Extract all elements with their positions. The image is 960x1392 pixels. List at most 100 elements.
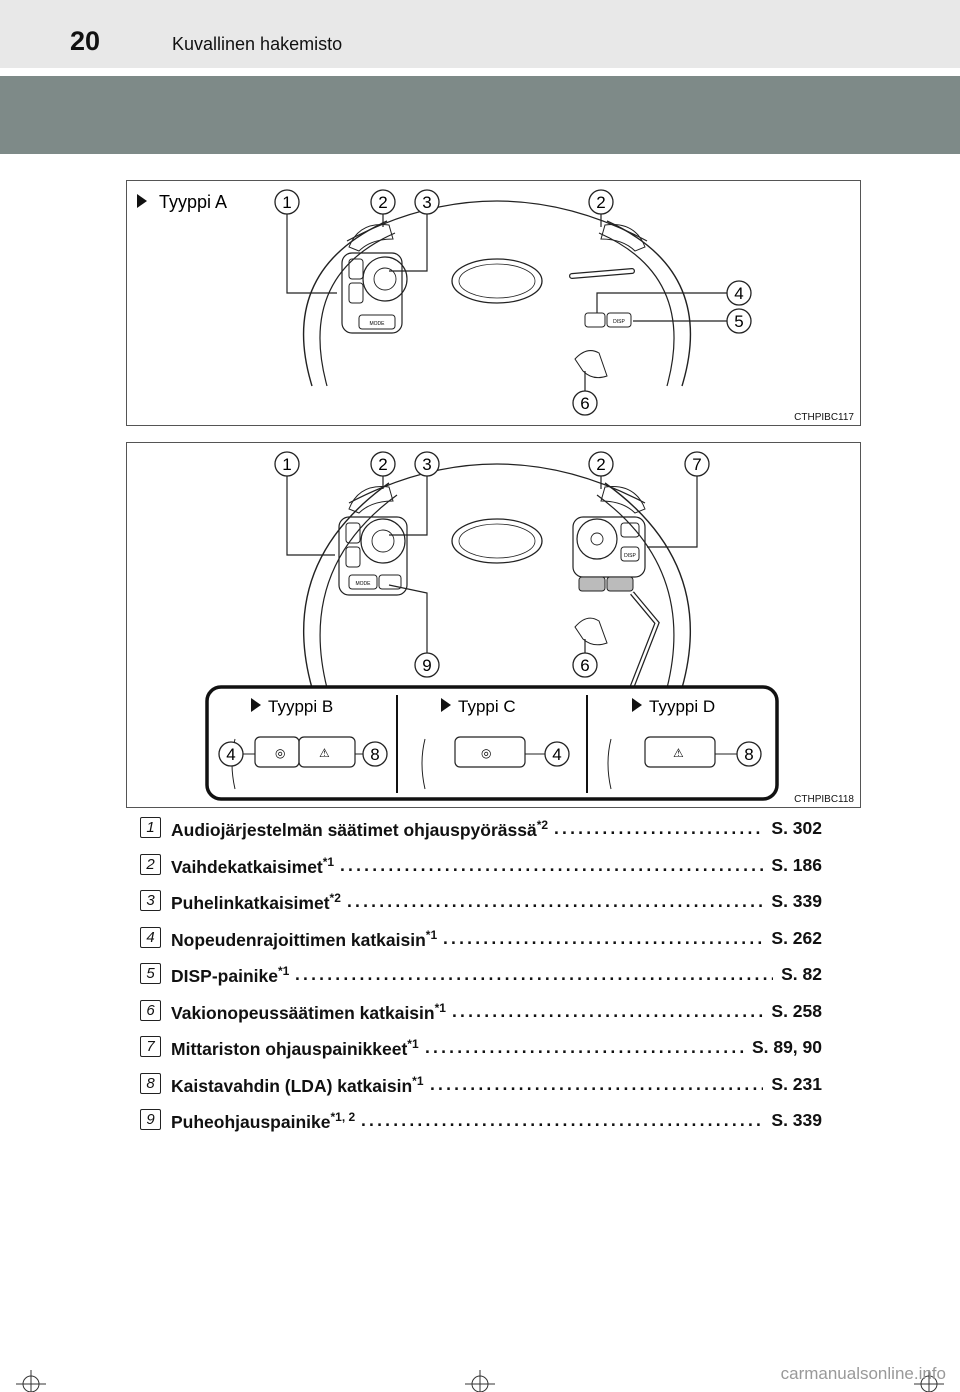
footnote-mark: *2 bbox=[329, 891, 341, 905]
item-label: DISP-painike*1 bbox=[171, 964, 290, 986]
list-item: 3 Puhelinkatkaisimet*2...................… bbox=[140, 885, 830, 922]
triangle-right-icon bbox=[441, 698, 451, 712]
section-banner bbox=[0, 76, 960, 154]
item-label: Kaistavahdin (LDA) katkaisin*1 bbox=[171, 1073, 424, 1096]
leader-dots: ........................................… bbox=[361, 1110, 763, 1130]
leader-dots: ........................................… bbox=[452, 1000, 763, 1021]
item-label: Nopeudenrajoittimen katkaisin*1 bbox=[171, 927, 438, 950]
callout-2b: 2 bbox=[596, 455, 605, 474]
triangle-right-icon bbox=[251, 698, 261, 712]
page-reference: S. 231 bbox=[767, 1073, 822, 1095]
page-reference: S. 302 bbox=[767, 818, 822, 839]
footnote-mark: *1 bbox=[277, 964, 290, 978]
callout-6: 6 bbox=[580, 394, 589, 413]
figure-code: CTHPIBC118 bbox=[794, 794, 854, 805]
steering-wheel-b-illustration: MODE DISP 1 2 3 2 7 9 6 bbox=[205, 451, 779, 801]
leader-dots: ........................................… bbox=[443, 927, 763, 948]
footnote-mark: *1 bbox=[425, 927, 438, 942]
list-item: 1 Audiojärjestelmän säätimet ohjauspyöräs… bbox=[140, 812, 830, 849]
item-label: Vakionopeussäätimen katkaisin*1 bbox=[171, 1000, 446, 1023]
callout-9: 9 bbox=[422, 656, 431, 675]
item-label: Puhelinkatkaisimet*2 bbox=[171, 891, 341, 913]
page-reference: S. 186 bbox=[767, 854, 822, 876]
callout-2: 2 bbox=[378, 455, 387, 474]
inset-label-c: Typpi C bbox=[458, 697, 516, 716]
callout-2b: 2 bbox=[596, 193, 605, 212]
page-reference: S. 82 bbox=[777, 964, 822, 985]
leader-dots: ........................................… bbox=[430, 1073, 763, 1094]
footnote-mark: *1, 2 bbox=[330, 1110, 356, 1124]
list-item: 2 Vaihdekatkaisimet*1....................… bbox=[140, 849, 830, 886]
watermark: carmanualsonline.info bbox=[780, 1364, 946, 1383]
inset-label-b: Tyyppi B bbox=[268, 697, 333, 716]
crop-mark-icon bbox=[16, 1370, 46, 1392]
leader-dots: ........................................… bbox=[554, 818, 763, 838]
footnote-mark: *1 bbox=[407, 1037, 419, 1051]
list-item: 7 Mittariston ohjauspainikkeet*1.........… bbox=[140, 1031, 830, 1068]
page-reference: S. 258 bbox=[767, 1000, 822, 1022]
figure-types-bcd: MODE DISP 1 2 3 2 7 9 6 bbox=[126, 442, 861, 808]
inset-callout-8: 8 bbox=[370, 745, 379, 764]
leader-dots: ........................................… bbox=[340, 854, 763, 875]
callout-1: 1 bbox=[282, 455, 291, 474]
svg-text:MODE: MODE bbox=[370, 321, 386, 327]
item-number-badge: 1 bbox=[140, 817, 161, 838]
item-label: Puheohjauspainike*1, 2 bbox=[171, 1110, 356, 1132]
inset-callout-4: 4 bbox=[226, 745, 235, 764]
svg-text:⚠: ⚠ bbox=[673, 746, 684, 760]
item-number-badge: 2 bbox=[140, 853, 161, 875]
triangle-right-icon bbox=[137, 194, 147, 208]
callout-7: 7 bbox=[692, 455, 701, 474]
inset-label-d: Tyyppi D bbox=[649, 697, 715, 716]
crop-mark-icon bbox=[465, 1370, 495, 1392]
crop-mark-icon bbox=[914, 1370, 944, 1392]
svg-text:DISP: DISP bbox=[613, 319, 625, 325]
svg-text:⚠: ⚠ bbox=[319, 746, 330, 760]
list-item: 6 Vakionopeussäätimen katkaisin*1........… bbox=[140, 995, 830, 1032]
callout-3: 3 bbox=[422, 455, 431, 474]
list-item: 4 Nopeudenrajoittimen katkaisin*1........… bbox=[140, 922, 830, 959]
figure-type-a: Tyyppi A MODE DISP bbox=[126, 180, 861, 426]
item-number-badge: 6 bbox=[140, 999, 161, 1021]
triangle-right-icon bbox=[632, 698, 642, 712]
page-reference: S. 339 bbox=[767, 891, 822, 912]
svg-text:MODE: MODE bbox=[356, 581, 372, 587]
page-reference: S. 339 bbox=[767, 1110, 822, 1131]
leader-dots: ........................................… bbox=[347, 891, 763, 911]
footnote-mark: *2 bbox=[536, 818, 549, 832]
figure-code: CTHPIBC117 bbox=[794, 412, 854, 423]
svg-text:◎: ◎ bbox=[481, 746, 491, 760]
item-number-badge: 4 bbox=[140, 926, 161, 948]
parts-list: 1 Audiojärjestelmän säätimet ohjauspyöräs… bbox=[140, 812, 830, 1141]
callout-5: 5 bbox=[734, 312, 743, 331]
page-reference: S. 262 bbox=[767, 927, 822, 949]
svg-text:◎: ◎ bbox=[275, 746, 285, 760]
inset-box bbox=[205, 685, 779, 801]
callout-4: 4 bbox=[734, 284, 743, 303]
callout-3: 3 bbox=[422, 193, 431, 212]
leader-dots: ........................................… bbox=[295, 964, 773, 984]
item-label: Mittariston ohjauspainikkeet*1 bbox=[171, 1037, 419, 1059]
callout-1: 1 bbox=[282, 193, 291, 212]
inset-callout-8d: 8 bbox=[744, 745, 753, 764]
item-label: Audiojärjestelmän säätimet ohjauspyöräss… bbox=[171, 818, 549, 840]
callout-6: 6 bbox=[580, 656, 589, 675]
list-item: 5 DISP-painike*1.........................… bbox=[140, 958, 830, 995]
footnote-mark: *1 bbox=[322, 854, 335, 869]
list-item: 8 Kaistavahdin (LDA) katkaisin*1.........… bbox=[140, 1068, 830, 1105]
callout-2: 2 bbox=[378, 193, 387, 212]
leader-dots: ........................................… bbox=[425, 1037, 744, 1057]
page-number: 20 bbox=[70, 26, 101, 56]
item-number-badge: 5 bbox=[140, 963, 161, 984]
item-label: Vaihdekatkaisimet*1 bbox=[171, 854, 335, 877]
steering-wheel-a-illustration: Tyyppi A MODE DISP bbox=[137, 189, 752, 416]
svg-text:DISP: DISP bbox=[624, 553, 636, 559]
item-number-badge: 7 bbox=[140, 1036, 161, 1057]
type-a-label: Tyyppi A bbox=[159, 192, 227, 212]
item-number-badge: 3 bbox=[140, 890, 161, 911]
header-band bbox=[0, 0, 960, 68]
item-number-badge: 8 bbox=[140, 1072, 161, 1094]
inset-callout-4c: 4 bbox=[552, 745, 561, 764]
item-number-badge: 9 bbox=[140, 1109, 161, 1130]
footnote-mark: *1 bbox=[412, 1073, 424, 1088]
